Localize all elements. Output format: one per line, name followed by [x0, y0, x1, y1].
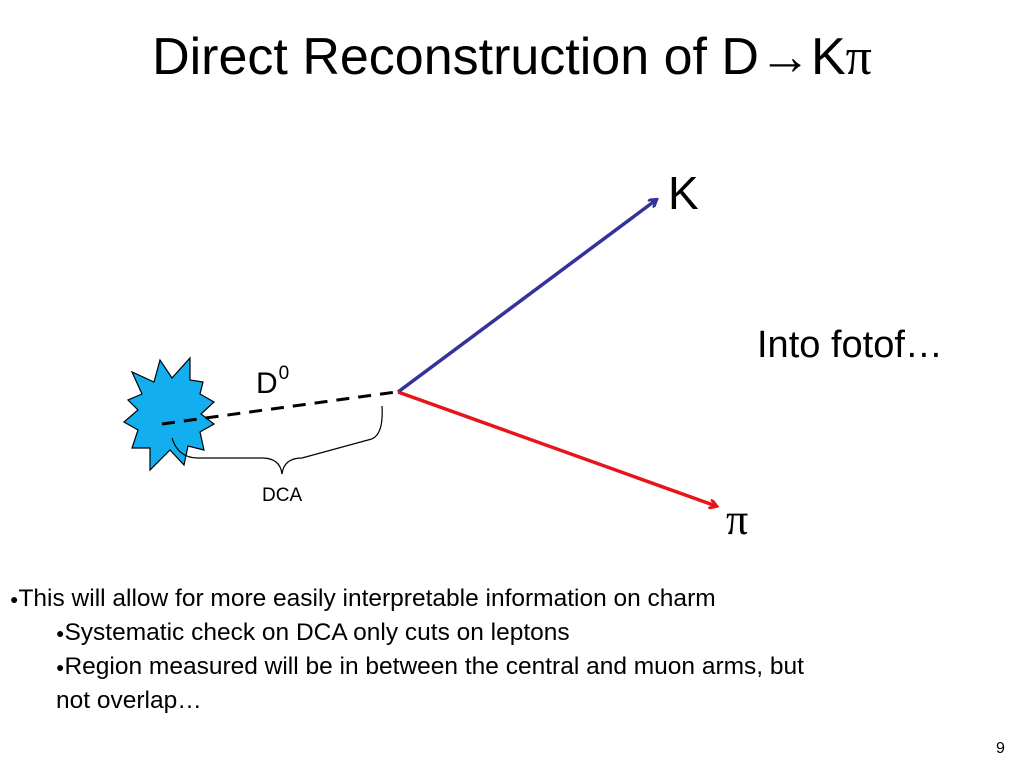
bullet-continuation: not overlap… [56, 687, 202, 714]
bullet-dot-icon: ● [56, 625, 65, 641]
sub-bullet-item: ●Systematic check on DCA only cuts on le… [56, 618, 570, 648]
title-text: Direct Reconstruction of D [152, 28, 759, 86]
bullet-text: Systematic check on DCA only cuts on lep… [64, 619, 570, 646]
d-meson-letter: D [256, 367, 278, 400]
sub-bullet-item: ●Region measured will be in between the … [56, 652, 804, 682]
title-suffix: K [810, 28, 846, 86]
bullet-text: This will allow for more easily interpre… [18, 585, 716, 612]
dca-label: DCA [262, 485, 303, 506]
dca-brace [171, 405, 383, 475]
bullet-dot-icon: ● [56, 659, 65, 675]
title-arrow-symbol: → [758, 29, 811, 86]
d-meson-superscript: 0 [278, 363, 290, 384]
bullet-dot-icon: ● [10, 591, 19, 607]
page-number: 9 [996, 740, 1005, 757]
d-meson-label: D0 [256, 364, 289, 399]
kaon-track [396, 200, 656, 394]
title-pi-symbol: π [845, 29, 872, 86]
collision-star-icon [122, 356, 216, 472]
pion-track [397, 390, 716, 506]
pion-label: π [726, 495, 749, 544]
d-meson-flight-path [161, 390, 397, 426]
page-title: Direct Reconstruction of D→Kπ [0, 26, 1024, 89]
annotation-text: Into fotof… [757, 324, 943, 366]
bullet-text: Region measured will be in between the c… [64, 653, 804, 680]
kaon-label: K [668, 167, 699, 219]
bullet-item: ●This will allow for more easily interpr… [10, 584, 716, 614]
